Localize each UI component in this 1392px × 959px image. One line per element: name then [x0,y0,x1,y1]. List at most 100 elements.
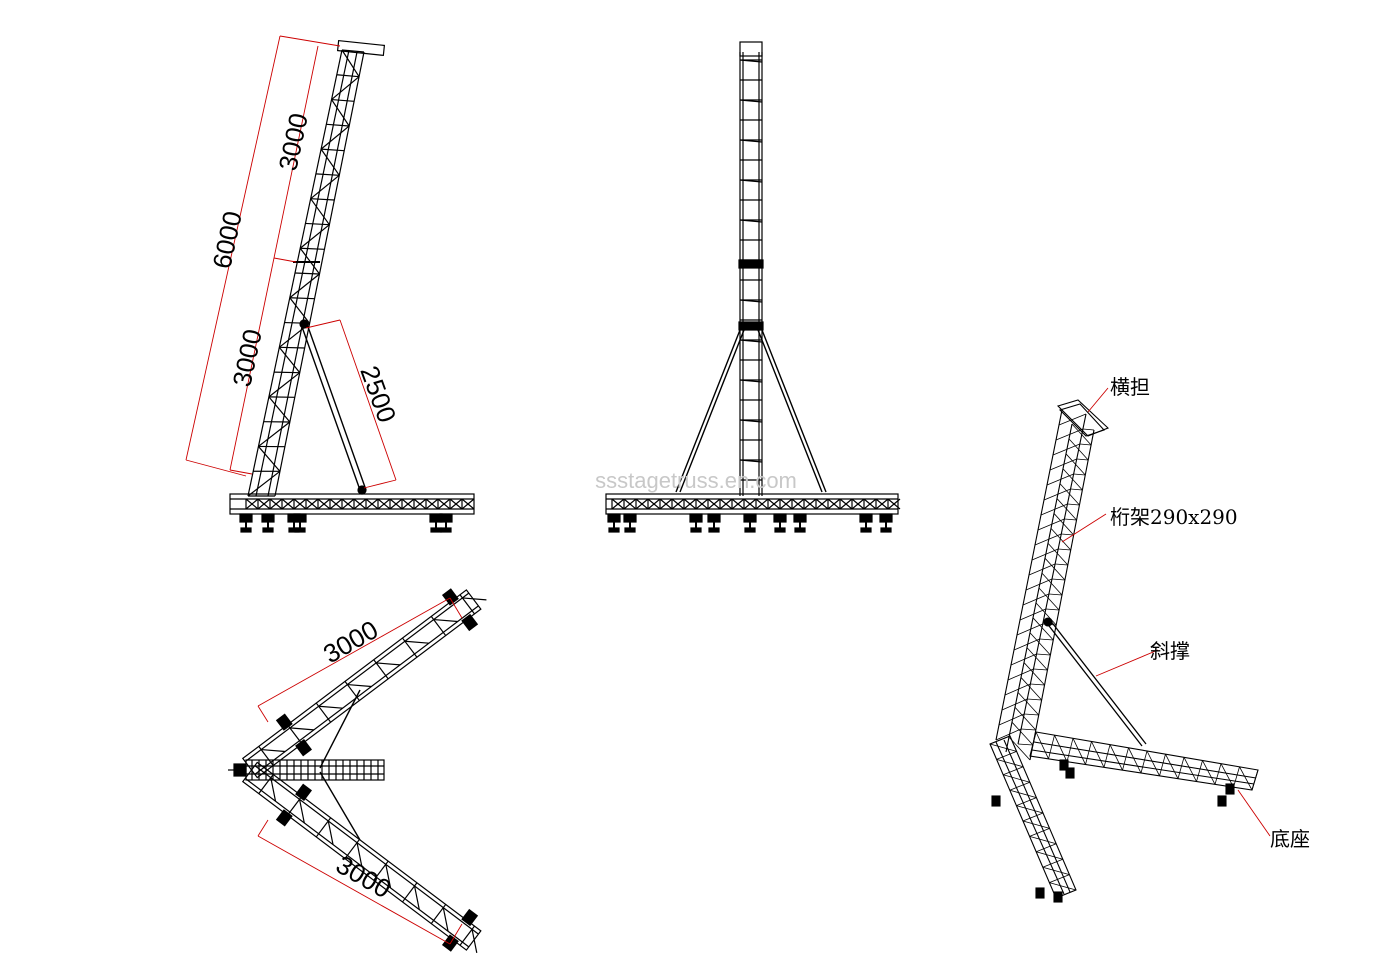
truss-member [739,219,763,223]
truss-member [755,498,769,510]
truss-member [1034,533,1062,546]
truss-member [389,498,403,510]
truss-member [1042,866,1070,875]
truss-member [341,49,360,77]
truss-member [279,346,305,349]
truss-member [341,49,365,53]
truss-member [739,139,763,143]
label-base: 底座 [1270,827,1310,851]
foot-block [708,527,720,533]
foot-block [794,527,806,533]
dim-2500: 2500 [354,362,402,427]
foot-block [744,527,756,533]
truss-member [1019,608,1046,621]
truss-member [247,470,281,497]
truss-member [1035,602,1057,626]
truss-member [1053,513,1074,536]
truss-member [851,498,865,510]
truss-member [1059,483,1080,506]
truss-member [1056,498,1077,521]
truss-member [462,597,487,601]
top-view-dimensions [257,597,463,945]
truss-member [449,498,463,510]
truss-member [287,795,303,816]
truss-member [1058,548,1071,551]
truss-member [1040,503,1068,516]
dim-top-3000-a: 3000 [318,614,383,669]
truss-member [274,371,300,374]
truss-member [1239,766,1253,791]
truss-member [310,198,330,226]
truss-member [300,247,325,250]
truss-member [887,498,901,510]
truss-member [270,777,277,802]
base-lattice [611,498,901,510]
foot-block [430,527,442,533]
truss-member [635,498,649,510]
foot-block [440,527,452,533]
truss-member [1017,692,1040,716]
truss-member [347,683,372,688]
truss-member [1003,774,1030,783]
base-feet [991,759,1235,903]
truss-member [1033,668,1048,671]
truss-member [1072,738,1086,765]
truss-member [791,498,805,510]
truss-member [1068,438,1089,461]
base-lattice [245,498,475,510]
foot-block [624,527,636,533]
foot-block [880,527,892,533]
truss-member [1214,763,1222,785]
truss-member [1024,713,1039,716]
truss-member [719,498,733,510]
foot-block [261,513,275,523]
truss-member [1050,528,1072,551]
truss-member [659,498,673,510]
truss-member [329,498,343,510]
foot-block [991,795,1001,807]
mast-lattice [247,49,365,497]
foot-block [859,513,873,523]
truss-member [331,98,355,102]
foot-block [1225,783,1235,795]
truss-member [996,759,1024,768]
truss-member [1016,805,1044,814]
truss-member [1038,587,1060,611]
foot-block [690,527,702,533]
truss-member [695,498,709,510]
truss-member [261,748,286,753]
truss-member [318,705,343,709]
truss-member [989,735,1011,745]
truss-member [299,224,330,249]
foot-block [293,513,307,523]
truss-member [373,659,389,680]
mast-plan-lattice [246,760,384,780]
truss-member [287,724,303,745]
truss-member [1220,763,1234,788]
foot-block [860,527,872,533]
truss-member [425,498,439,510]
truss-member [344,839,360,859]
truss-member [320,148,340,176]
truss-member [863,498,877,510]
truss-member [1036,653,1051,656]
truss-member [1054,734,1068,762]
truss-member [315,173,340,176]
truss-member [344,681,360,701]
foot-block [1053,891,1063,903]
truss-member [1037,518,1065,531]
truss-member [459,925,475,946]
truss-member [1016,623,1043,636]
truss-member [1004,683,1031,696]
truss-member [739,179,763,183]
truss-member [1041,572,1063,596]
foot-block [743,513,757,523]
foot-block [707,513,721,523]
truss-member [779,498,793,510]
truss-member [1062,468,1083,491]
truss-member [1067,503,1080,506]
truss-member [1251,769,1259,791]
truss-member [998,713,1025,726]
truss-member [1061,533,1074,536]
truss-member [298,799,305,824]
